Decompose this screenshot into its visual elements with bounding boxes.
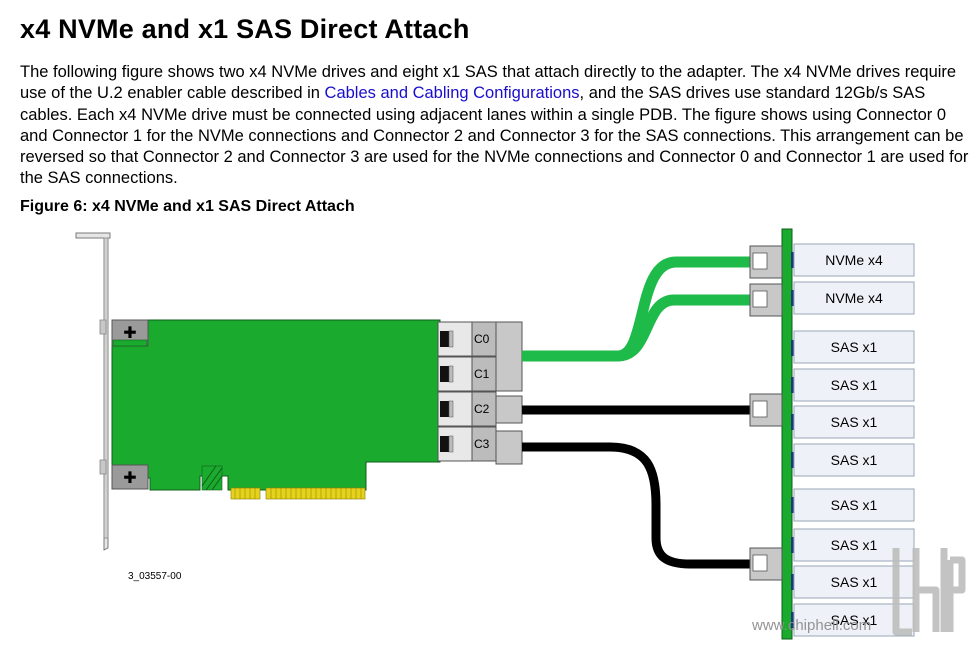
drive-label: SAS x1 xyxy=(831,452,878,468)
screw-icon: ✚ xyxy=(123,470,136,487)
drive-sas-5: SAS x1 xyxy=(793,488,915,522)
drive-label: SAS x1 xyxy=(831,537,878,553)
adapter-board: ✚ ✚ xyxy=(111,319,441,500)
watermark-text: www.chiphell.com xyxy=(751,617,871,634)
drive-label: SAS x1 xyxy=(831,339,878,355)
intro-text-after-link: , and the SAS drives use standard 12Gb/s… xyxy=(20,84,969,188)
connector-c1: C1 xyxy=(437,356,497,392)
drive-label: SAS x1 xyxy=(831,574,878,590)
cables xyxy=(522,256,752,569)
drive-sas-3: SAS x1 xyxy=(793,405,915,439)
drive-label: NVMe x4 xyxy=(825,252,883,268)
adapter-connectors: C0 C1 C2 C3 xyxy=(437,321,523,465)
watermark-logo xyxy=(892,548,966,636)
drive-label: SAS x1 xyxy=(831,414,878,430)
drive-nvme-2: NVMe x4 xyxy=(793,281,915,315)
connector-c1-label: C1 xyxy=(474,367,490,381)
nvme-cable xyxy=(616,256,752,362)
nvme-cable-plug xyxy=(495,321,523,392)
part-number: 3_03557-00 xyxy=(128,571,182,582)
connector-c2: C2 xyxy=(437,391,497,427)
drive-nvme-1: NVMe x4 xyxy=(793,243,915,277)
intro-text-before-link: The following figure shows two x4 NVMe d… xyxy=(20,63,957,103)
connector-c3: C3 xyxy=(437,426,497,462)
drive-sas-2: SAS x1 xyxy=(793,368,915,402)
connector-c2-label: C2 xyxy=(474,402,490,416)
pcie-bracket xyxy=(75,232,111,551)
sas-cable xyxy=(522,442,752,569)
connector-c3-label: C3 xyxy=(474,437,490,451)
backplane xyxy=(749,228,795,640)
drive-label: SAS x1 xyxy=(831,377,878,393)
intro-paragraph: The following figure shows two x4 NVMe d… xyxy=(20,62,970,190)
sas-cable-plug xyxy=(495,395,523,424)
connector-c0-label: C0 xyxy=(474,332,490,346)
figure-caption: Figure 6: x4 NVMe and x1 SAS Direct Atta… xyxy=(20,198,355,215)
drive-bays: NVMe x4 NVMe x4 SAS x1 SAS x1 SAS x1 SAS… xyxy=(793,243,915,637)
screw-icon: ✚ xyxy=(123,325,136,342)
sas-cable-plug xyxy=(495,430,523,465)
drive-label: SAS x1 xyxy=(831,612,878,628)
drive-label: NVMe x4 xyxy=(825,290,883,306)
connector-c0: C0 xyxy=(437,321,497,357)
cables-cabling-link[interactable]: Cables and Cabling Configurations xyxy=(324,84,580,103)
drive-sas-4: SAS x1 xyxy=(793,443,915,477)
page-title: x4 NVMe and x1 SAS Direct Attach xyxy=(20,14,470,44)
drive-sas-1: SAS x1 xyxy=(793,330,915,364)
drive-label: SAS x1 xyxy=(831,497,878,513)
